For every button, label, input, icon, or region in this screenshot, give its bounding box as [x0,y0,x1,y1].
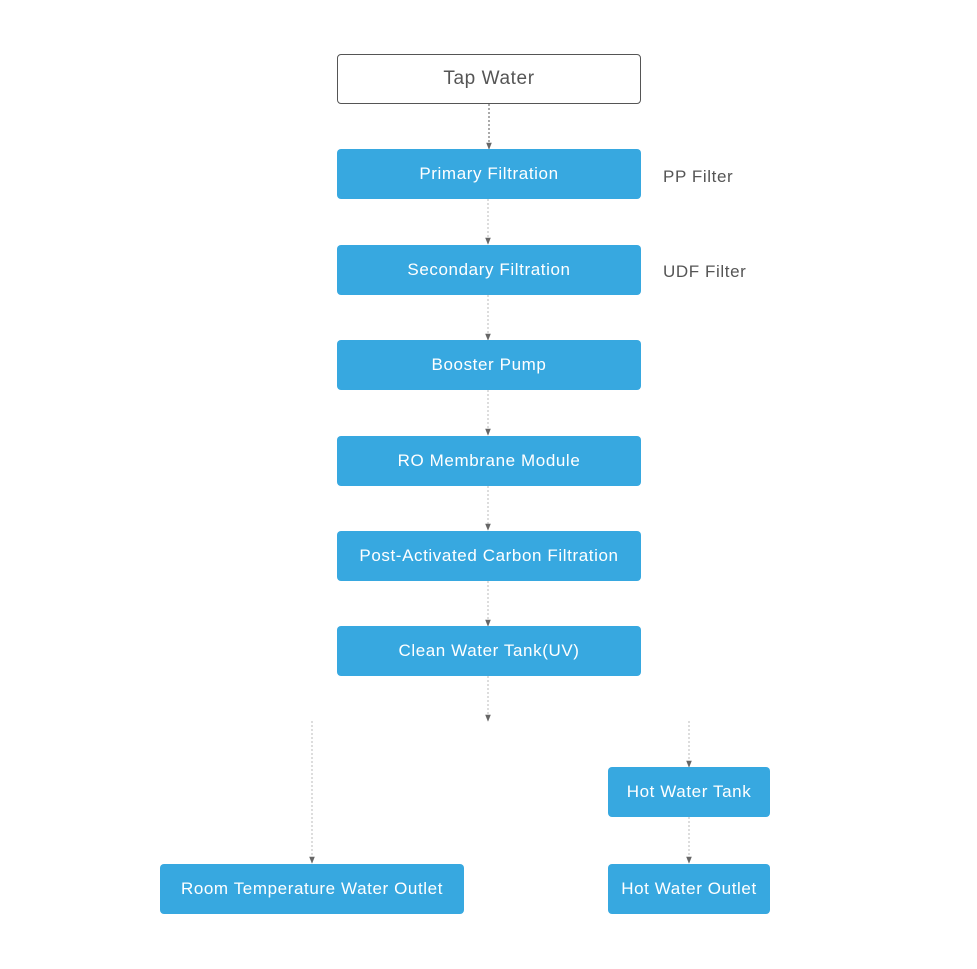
node-secondary-filtration[interactable]: Secondary Filtration [337,245,641,295]
node-hot-water-outlet[interactable]: Hot Water Outlet [608,864,770,914]
node-ro-membrane-module[interactable]: RO Membrane Module [337,436,641,486]
node-primary-filtration[interactable]: Primary Filtration [337,149,641,199]
node-post-activated-carbon-filtration[interactable]: Post-Activated Carbon Filtration [337,531,641,581]
node-room-temperature-water-outlet[interactable]: Room Temperature Water Outlet [160,864,464,914]
node-tap-water[interactable]: Tap Water [337,54,641,104]
annotation-pp-filter: PP Filter [663,167,734,186]
annotation-udf-filter: UDF Filter [663,262,747,281]
node-clean-water-tank[interactable]: Clean Water Tank(UV) [337,626,641,676]
node-hot-water-tank[interactable]: Hot Water Tank [608,767,770,817]
node-booster-pump[interactable]: Booster Pump [337,340,641,390]
